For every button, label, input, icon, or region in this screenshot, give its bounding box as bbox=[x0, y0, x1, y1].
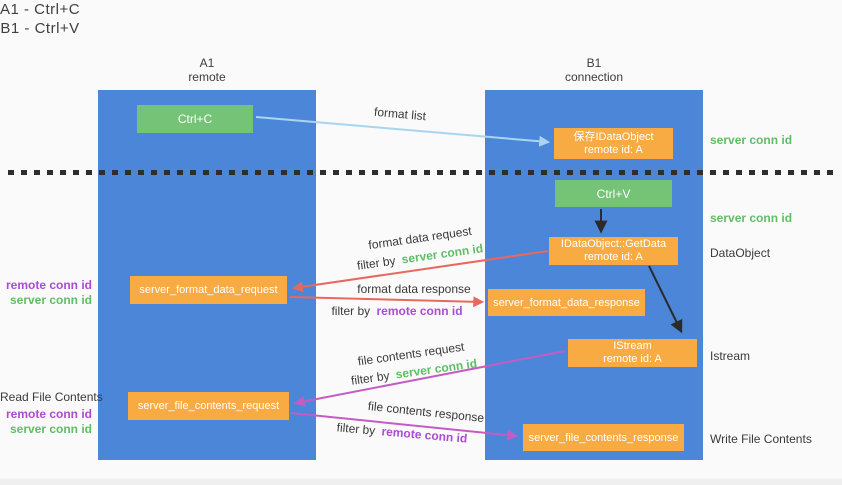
window-bottom-edge bbox=[0, 479, 842, 485]
lane-left-subtitle: remote bbox=[188, 70, 226, 84]
right-server-conn-id-top: server conn id bbox=[710, 133, 793, 147]
node-istream-line2: remote id: A bbox=[603, 353, 662, 365]
left-remote-conn-id: remote conn id bbox=[5, 407, 92, 421]
lane-right-title: B1 bbox=[586, 56, 602, 70]
lane-left-title: A1 bbox=[199, 56, 215, 70]
node-ctrl-c-label: Ctrl+C bbox=[177, 112, 213, 126]
node-idataobject-getdata: IDataObject::GetData remote id: A bbox=[549, 237, 678, 265]
node-server-format-data-request: server_format_data_request bbox=[130, 276, 287, 304]
node-idataobject-getdata-line1: IDataObject::GetData bbox=[560, 238, 667, 250]
filter-by-text: filter by bbox=[336, 420, 376, 438]
node-server-format-data-request-label: server_format_data_request bbox=[139, 284, 278, 296]
lane-right-subtitle: connection bbox=[564, 70, 624, 84]
file-contents-response-filter-label: filter by remote conn id bbox=[336, 420, 468, 445]
filter-by-text: filter by bbox=[356, 253, 397, 273]
format-data-response-filter-label: filter by remote conn id bbox=[331, 304, 462, 318]
remote-conn-id-text: remote conn id bbox=[376, 304, 463, 318]
node-server-file-contents-response-label: server_file_contents_response bbox=[528, 431, 679, 444]
dataobject-label: DataObject bbox=[710, 246, 771, 260]
node-save-idataobject: 保存IDataObject remote id: A bbox=[554, 128, 673, 159]
node-server-file-contents-response: server_file_contents_response bbox=[523, 424, 684, 451]
right-server-conn-id-mid: server conn id bbox=[710, 211, 793, 225]
left-remote-conn-id: remote conn id bbox=[5, 278, 92, 292]
write-file-contents-label: Write File Contents bbox=[710, 432, 812, 446]
file-contents-response-label: file contents response bbox=[367, 398, 485, 426]
filter-by-text: filter by bbox=[331, 304, 371, 318]
node-server-format-data-response-label: server_format_data_response bbox=[493, 296, 640, 309]
format-data-response-arrow bbox=[289, 296, 485, 308]
page-title-line1: A1 - Ctrl+C bbox=[0, 1, 81, 18]
format-data-response-label: format data response bbox=[357, 282, 471, 296]
node-ctrl-c: Ctrl+C bbox=[137, 105, 253, 133]
left-server-conn-id: server conn id bbox=[9, 422, 92, 436]
lane-left-header: A1 remote bbox=[98, 56, 316, 84]
node-save-idataobject-line1: 保存IDataObject bbox=[573, 130, 654, 143]
left-server-conn-id: server conn id bbox=[9, 293, 92, 307]
istream-label: Istream bbox=[710, 349, 751, 363]
session-divider bbox=[8, 170, 834, 175]
format-list-label: format list bbox=[373, 104, 427, 124]
left-file-conn-ids: remote conn id server conn id bbox=[0, 407, 92, 437]
left-format-conn-ids: remote conn id server conn id bbox=[0, 278, 92, 308]
node-idataobject-getdata-line2: remote id: A bbox=[584, 251, 643, 263]
lane-right-header: B1 connection bbox=[485, 56, 703, 84]
read-file-contents-label: Read File Contents bbox=[0, 390, 103, 404]
node-server-format-data-response: server_format_data_response bbox=[488, 289, 645, 316]
node-ctrl-v-label: Ctrl+V bbox=[596, 186, 631, 201]
page-title-line2: B1 - Ctrl+V bbox=[0, 20, 80, 37]
page-title: A1 - Ctrl+C B1 - Ctrl+V bbox=[0, 0, 80, 38]
node-istream: IStream remote id: A bbox=[568, 339, 697, 367]
node-ctrl-v: Ctrl+V bbox=[555, 180, 672, 207]
node-server-file-contents-request: server_file_contents_request bbox=[128, 392, 289, 420]
filter-by-text: filter by bbox=[350, 368, 391, 388]
node-server-file-contents-request-label: server_file_contents_request bbox=[137, 400, 280, 412]
node-save-idataobject-line2: remote id: A bbox=[584, 143, 643, 156]
node-istream-line1: IStream bbox=[613, 340, 652, 352]
remote-conn-id-text: remote conn id bbox=[380, 424, 468, 446]
